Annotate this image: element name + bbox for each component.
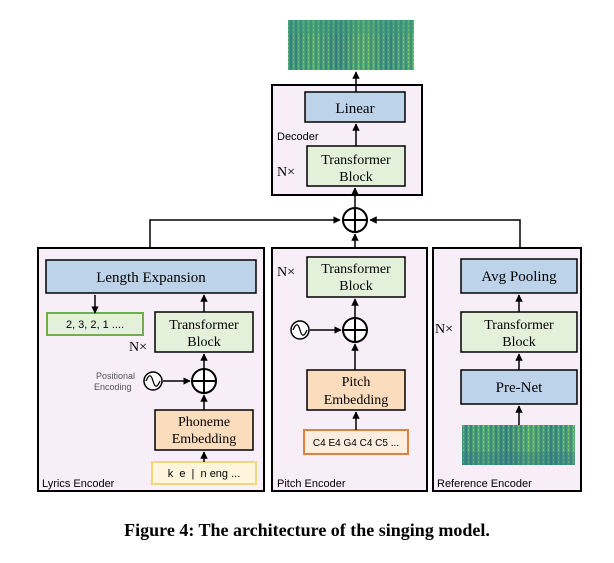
lyrics-transformer-label-1: Transformer [169, 318, 239, 333]
lyrics-input-label: k e | n eng ... [168, 468, 241, 480]
lyrics-repeat-label: N× [129, 340, 147, 355]
linear-label: Linear [335, 101, 374, 117]
pitch-transformer-box [306, 256, 406, 298]
avg-pooling-label: Avg Pooling [481, 269, 557, 285]
pitch-embedding-box [306, 369, 406, 411]
pitch-transformer-label-2: Block [339, 279, 372, 294]
lyrics-transformer-label-2: Block [187, 335, 220, 350]
avg-pooling-box [460, 258, 578, 294]
lyrics-encoder-label: Lyrics Encoder [42, 478, 115, 490]
reference-encoder-panel: Avg Pooling Transformer Block N× Pre-Net… [432, 247, 582, 492]
prenet-label: Pre-Net [496, 380, 543, 396]
positional-encoding-icon [143, 371, 163, 391]
positional-encoding-label-2: Encoding [94, 382, 132, 392]
sum-node-lyrics [191, 368, 217, 394]
pitch-positional-icon [290, 320, 310, 340]
length-expansion-box [45, 259, 257, 294]
lyrics-encoder-panel: Length Expansion 2, 3, 2, 1 .... Transfo… [37, 247, 265, 492]
decoder-transformer-label-1: Transformer [321, 153, 391, 168]
decoder-label: Decoder [277, 131, 319, 143]
sum-node-pitch [342, 317, 368, 343]
decoder-repeat-label: N× [277, 165, 295, 180]
decoder-transformer-box [306, 145, 406, 187]
prenet-box [460, 369, 578, 405]
pitch-embedding-label-1: Pitch [342, 375, 371, 390]
reference-transformer-label-2: Block [502, 335, 535, 350]
sum-node-main [342, 207, 368, 233]
phoneme-embedding-box [154, 409, 254, 451]
pitch-embedding-label-2: Embedding [324, 393, 389, 408]
decoder-transformer-label-2: Block [339, 170, 372, 185]
phoneme-embedding-label-2: Embedding [172, 432, 237, 447]
figure-caption: Figure 4: The architecture of the singin… [124, 520, 490, 540]
reference-transformer-label-1: Transformer [484, 318, 554, 333]
positional-encoding-label-1: Positional [96, 371, 135, 381]
decoder-panel: Linear Decoder Transformer Block N× [271, 84, 423, 196]
lyrics-transformer-box [154, 311, 254, 353]
reference-transformer-box [460, 311, 578, 353]
durations-label: 2, 3, 2, 1 .... [66, 319, 124, 331]
output-spectrogram [288, 20, 414, 70]
pitch-input-box [303, 429, 409, 455]
length-expansion-label: Length Expansion [96, 270, 206, 286]
pitch-encoder-label: Pitch Encoder [277, 478, 346, 490]
pitch-input-label: C4 E4 G4 C4 C5 ... [313, 438, 399, 449]
phoneme-embedding-label-1: Phoneme [178, 415, 230, 430]
reference-spectrogram [462, 425, 575, 465]
pitch-repeat-label: N× [277, 265, 295, 280]
pitch-encoder-panel: Transformer Block N× Pitch Embedding C4 … [271, 247, 428, 492]
pitch-transformer-label-1: Transformer [321, 262, 391, 277]
reference-encoder-label: Reference Encoder [437, 478, 532, 490]
reference-repeat-label: N× [435, 322, 453, 337]
linear-box [304, 91, 406, 123]
